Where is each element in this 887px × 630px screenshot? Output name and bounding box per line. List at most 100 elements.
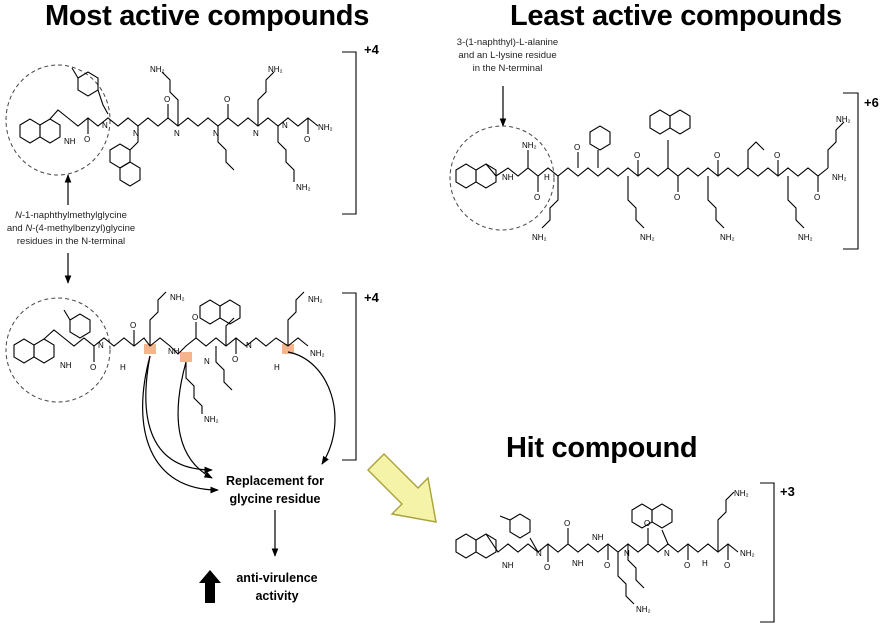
atom-o: O xyxy=(232,355,238,364)
atom-nh2: NH₂ xyxy=(170,293,185,302)
atom-nh: NH xyxy=(502,561,514,570)
activity-line1: anti-virulence xyxy=(236,571,318,585)
methyl-bond xyxy=(63,309,71,321)
atom-nh2: NH₂ xyxy=(798,233,813,242)
naphthyl-ring xyxy=(19,118,61,144)
atom-o: O xyxy=(90,363,96,372)
molecule-middle-left: NH N H NH N N H NH₂ NH₂ NH₂ NH₂ O O O O xyxy=(5,291,357,461)
curve-arrow-3 xyxy=(142,355,219,494)
atom-nh2: NH₂ xyxy=(308,295,323,304)
side-chain xyxy=(129,126,139,151)
side-chain xyxy=(541,176,559,229)
butyl-chain xyxy=(627,544,645,589)
title-least-active: Least active compounds xyxy=(510,0,842,32)
atom-n: N xyxy=(204,357,210,366)
side-chain xyxy=(149,291,167,346)
side-chain xyxy=(617,552,635,605)
molecule-top-right: NH NH₂ H NH₂ NH₂ NH₂ NH₂ NH₂ NH₂ O O O O… xyxy=(449,86,859,250)
curve-arrow-1 xyxy=(145,355,213,474)
title-hit-compound: Hit compound xyxy=(506,432,698,464)
backbone xyxy=(485,163,829,177)
note-most-line3: residues in the N-terminal xyxy=(16,236,126,247)
charge-top-right: +6 xyxy=(864,95,879,110)
note-least-line1: 3-(1-naphthyl)-L-alanine xyxy=(456,37,559,48)
naphthyl-ring-2 xyxy=(649,109,671,135)
atom-o: O xyxy=(192,313,198,322)
atom-h: H xyxy=(274,363,280,372)
atom-nh2: NH₂ xyxy=(640,233,655,242)
leucine-chain xyxy=(747,141,765,168)
atom-o: O xyxy=(544,563,550,572)
butyl-chain xyxy=(217,126,235,171)
atom-o: O xyxy=(564,519,570,528)
charge-middle-left: +4 xyxy=(364,290,379,305)
note-most-line2-a: and xyxy=(6,223,26,234)
bracket-top-left xyxy=(342,51,357,215)
atom-nh2: NH₂ xyxy=(150,65,165,74)
atom-nh2: NH₂ xyxy=(296,183,311,192)
benzyl-bond xyxy=(529,537,539,553)
note-most-active: N-1-naphthylmethylglycine and N-(4-methy… xyxy=(0,209,142,248)
note-least-line2: and an L-lysine residue xyxy=(458,50,557,61)
side-chain xyxy=(185,362,203,414)
molecule-hit: NH N NH NH N N H NH₂ NH₂ NH₂ O O O O O O xyxy=(455,482,775,623)
phenyl-ring xyxy=(589,125,611,151)
naphthyl-ring-2b xyxy=(669,109,691,135)
curve-arrow-2 xyxy=(177,361,213,479)
atom-n: N xyxy=(133,129,139,138)
atom-nh: NH xyxy=(168,347,180,356)
atom-o: O xyxy=(534,193,540,202)
charge-top-left: +4 xyxy=(364,42,379,57)
bracket-hit xyxy=(760,482,775,623)
atom-nh2: NH₂ xyxy=(836,115,851,124)
highlight-residue-2 xyxy=(180,352,192,362)
bracket-top-right xyxy=(843,92,859,250)
naphthyl-ring xyxy=(455,533,497,559)
atom-o: O xyxy=(774,151,780,160)
benzyl-ring xyxy=(77,71,99,97)
atom-o: O xyxy=(130,321,136,330)
note-most-line1-rest: -1-naphthylmethylglycine xyxy=(21,210,127,221)
side-chain xyxy=(277,126,295,182)
note-most-line1-italic: N xyxy=(15,210,22,221)
atom-h: H xyxy=(544,173,550,182)
charge-hit: +3 xyxy=(780,484,795,499)
replacement-line1: Replacement for xyxy=(226,474,324,488)
side-chain xyxy=(827,121,845,168)
atom-h: H xyxy=(702,559,708,568)
atom-nh: NH xyxy=(592,533,604,542)
note-most-line2-rest: -(4-methylbenzyl)glycine xyxy=(32,223,136,234)
atom-nh: NH xyxy=(572,559,584,568)
atom-n: N xyxy=(174,129,180,138)
atom-o: O xyxy=(604,561,610,570)
highlight-residue-1 xyxy=(144,344,156,354)
backbone xyxy=(485,533,739,553)
highlight-residue-3 xyxy=(282,344,294,354)
side-chain xyxy=(717,491,735,552)
dashed-circle-top-right xyxy=(449,125,555,231)
butyl-chain xyxy=(215,346,233,391)
atom-o: O xyxy=(814,193,820,202)
note-most-line1: N-1-naphthylmethylglycine xyxy=(0,209,142,222)
atom-o: O xyxy=(684,561,690,570)
benzyl-ring xyxy=(509,513,531,539)
bracket-middle-left xyxy=(342,292,357,461)
benzyl-ring xyxy=(69,313,91,339)
atom-nh: NH xyxy=(60,361,72,370)
title-most-active: Most active compounds xyxy=(45,0,370,32)
atom-n: N xyxy=(102,121,108,130)
dashed-circle-top-left xyxy=(5,64,111,176)
atom-n: N xyxy=(253,129,259,138)
note-least-active: 3-(1-naphthyl)-L-alanine and an L-lysine… xyxy=(425,36,590,75)
side-chain xyxy=(627,176,645,229)
methyl-bond xyxy=(71,67,79,79)
atom-o: O xyxy=(634,151,640,160)
atom-n: N xyxy=(624,549,630,558)
atom-o: O xyxy=(714,151,720,160)
big-yellow-arrow-icon xyxy=(367,453,437,523)
note-most-line2: and N-(4-methylbenzyl)glycine xyxy=(0,222,142,235)
side-chain xyxy=(707,176,725,229)
naphthyl-ring-2 xyxy=(199,299,221,325)
atom-nh2: NH₂ xyxy=(268,65,283,74)
